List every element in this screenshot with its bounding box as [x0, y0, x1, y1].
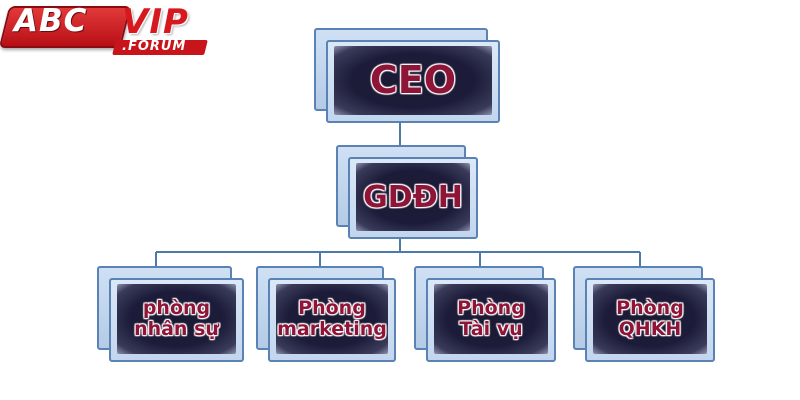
- node-label-line2: nhân sự: [134, 318, 219, 340]
- node-label-finance: Phòng Tài vụ: [457, 298, 525, 340]
- org-node-qhkh: Phòng QHKH: [573, 266, 715, 362]
- node-label-line1: Phòng: [298, 297, 366, 320]
- node-label-line2: marketing: [277, 318, 387, 340]
- org-node-gddh: GDĐH: [336, 145, 478, 239]
- org-node-ceo: CEO: [314, 28, 500, 123]
- node-label-line1: Phòng: [457, 297, 525, 320]
- logo-forum-text: .FORUM: [122, 39, 187, 54]
- node-label-qhkh: Phòng QHKH: [616, 298, 684, 340]
- node-label-plate: Phòng Tài vụ: [434, 284, 548, 354]
- logo-vip-text: VIP: [122, 2, 189, 42]
- node-label-line1: phòng: [142, 297, 211, 320]
- abcvip-forum-logo[interactable]: ABC VIP .FORUM: [0, 2, 214, 58]
- node-label-plate: CEO: [334, 46, 492, 115]
- node-label-plate: GDĐH: [356, 163, 470, 231]
- node-label-plate: Phòng marketing: [276, 284, 388, 354]
- node-label-gddh: GDĐH: [363, 179, 463, 215]
- node-label-ceo: CEO: [369, 57, 457, 102]
- node-label-hr: phòng nhân sự: [134, 298, 219, 340]
- org-node-finance: Phòng Tài vụ: [414, 266, 556, 362]
- node-label-line2: Tài vụ: [459, 318, 523, 340]
- org-node-hr: phòng nhân sự: [97, 266, 244, 362]
- org-node-marketing: Phòng marketing: [256, 266, 396, 362]
- node-label-plate: phòng nhân sự: [117, 284, 236, 354]
- node-label-line2: QHKH: [618, 318, 682, 340]
- node-label-line1: Phòng: [616, 297, 684, 320]
- node-label-marketing: Phòng marketing: [277, 298, 387, 340]
- node-label-plate: Phòng QHKH: [593, 284, 707, 354]
- logo-abc-text: ABC: [14, 3, 88, 39]
